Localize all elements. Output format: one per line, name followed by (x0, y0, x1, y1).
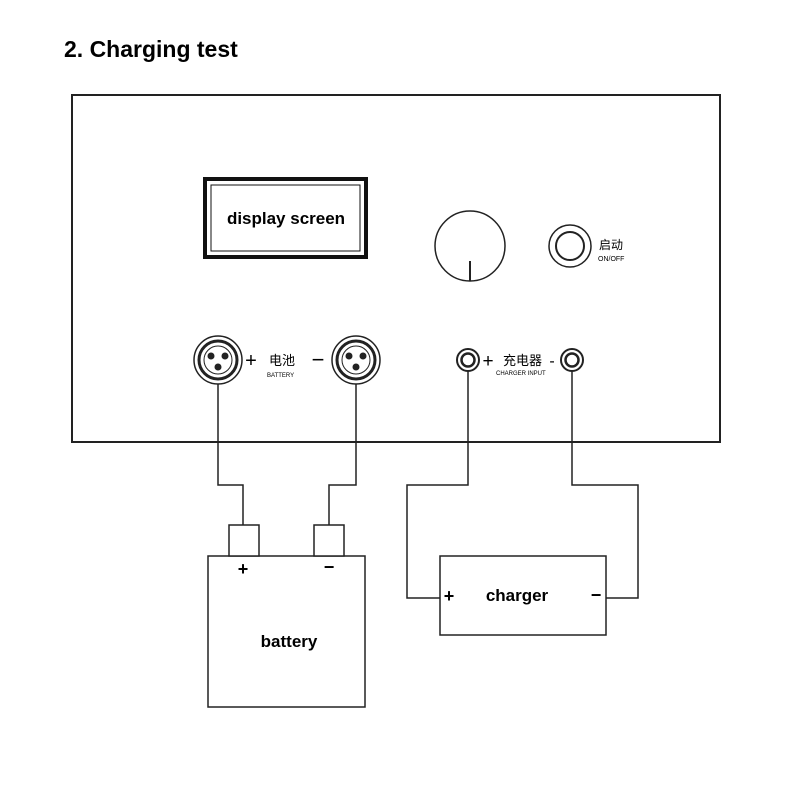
power-label-cn: 启动 (599, 238, 623, 252)
charger-plus-wire (406, 371, 469, 599)
display-screen-label: display screen (227, 209, 345, 228)
battery-minus-wire (328, 384, 357, 525)
display-screen: display screen (203, 177, 368, 259)
device-panel (71, 94, 721, 443)
battery-plus-sign: + (245, 350, 257, 372)
charger-label: charger (486, 586, 549, 605)
battery-label: battery (261, 632, 318, 651)
battery-minus-sign: − (312, 347, 325, 372)
power-button[interactable] (548, 224, 592, 268)
charger (439, 555, 607, 636)
charger-label-cn: 充电器 (503, 353, 542, 368)
battery-label-cn: 电池 (269, 353, 295, 368)
page-title: 2. Charging test (64, 36, 238, 62)
charger-minus-terminal[interactable] (560, 348, 584, 372)
battery-minus-post (313, 524, 345, 557)
control-knob[interactable] (434, 210, 506, 282)
battery (207, 524, 366, 708)
charger-minus-terminal-label: − (591, 585, 602, 605)
battery-plus-terminal-label: + (238, 559, 249, 579)
power-label-en: ON/OFF (598, 256, 624, 263)
charger-minus-wire (571, 371, 639, 599)
battery-plus-post (228, 524, 260, 557)
battery-minus-terminal-label: − (324, 557, 335, 577)
charger-label-en: CHARGER INPUT (496, 371, 546, 377)
charger-minus-sign: - (549, 353, 554, 370)
charger-plus-terminal-label: + (444, 586, 455, 606)
battery-label-en: BATTERY (267, 373, 294, 379)
charger-plus-terminal[interactable] (456, 348, 480, 372)
battery-plus-wire (217, 384, 244, 525)
battery-minus-connector[interactable] (331, 335, 381, 385)
charger-plus-sign: + (482, 351, 493, 372)
battery-plus-connector[interactable] (193, 335, 243, 385)
